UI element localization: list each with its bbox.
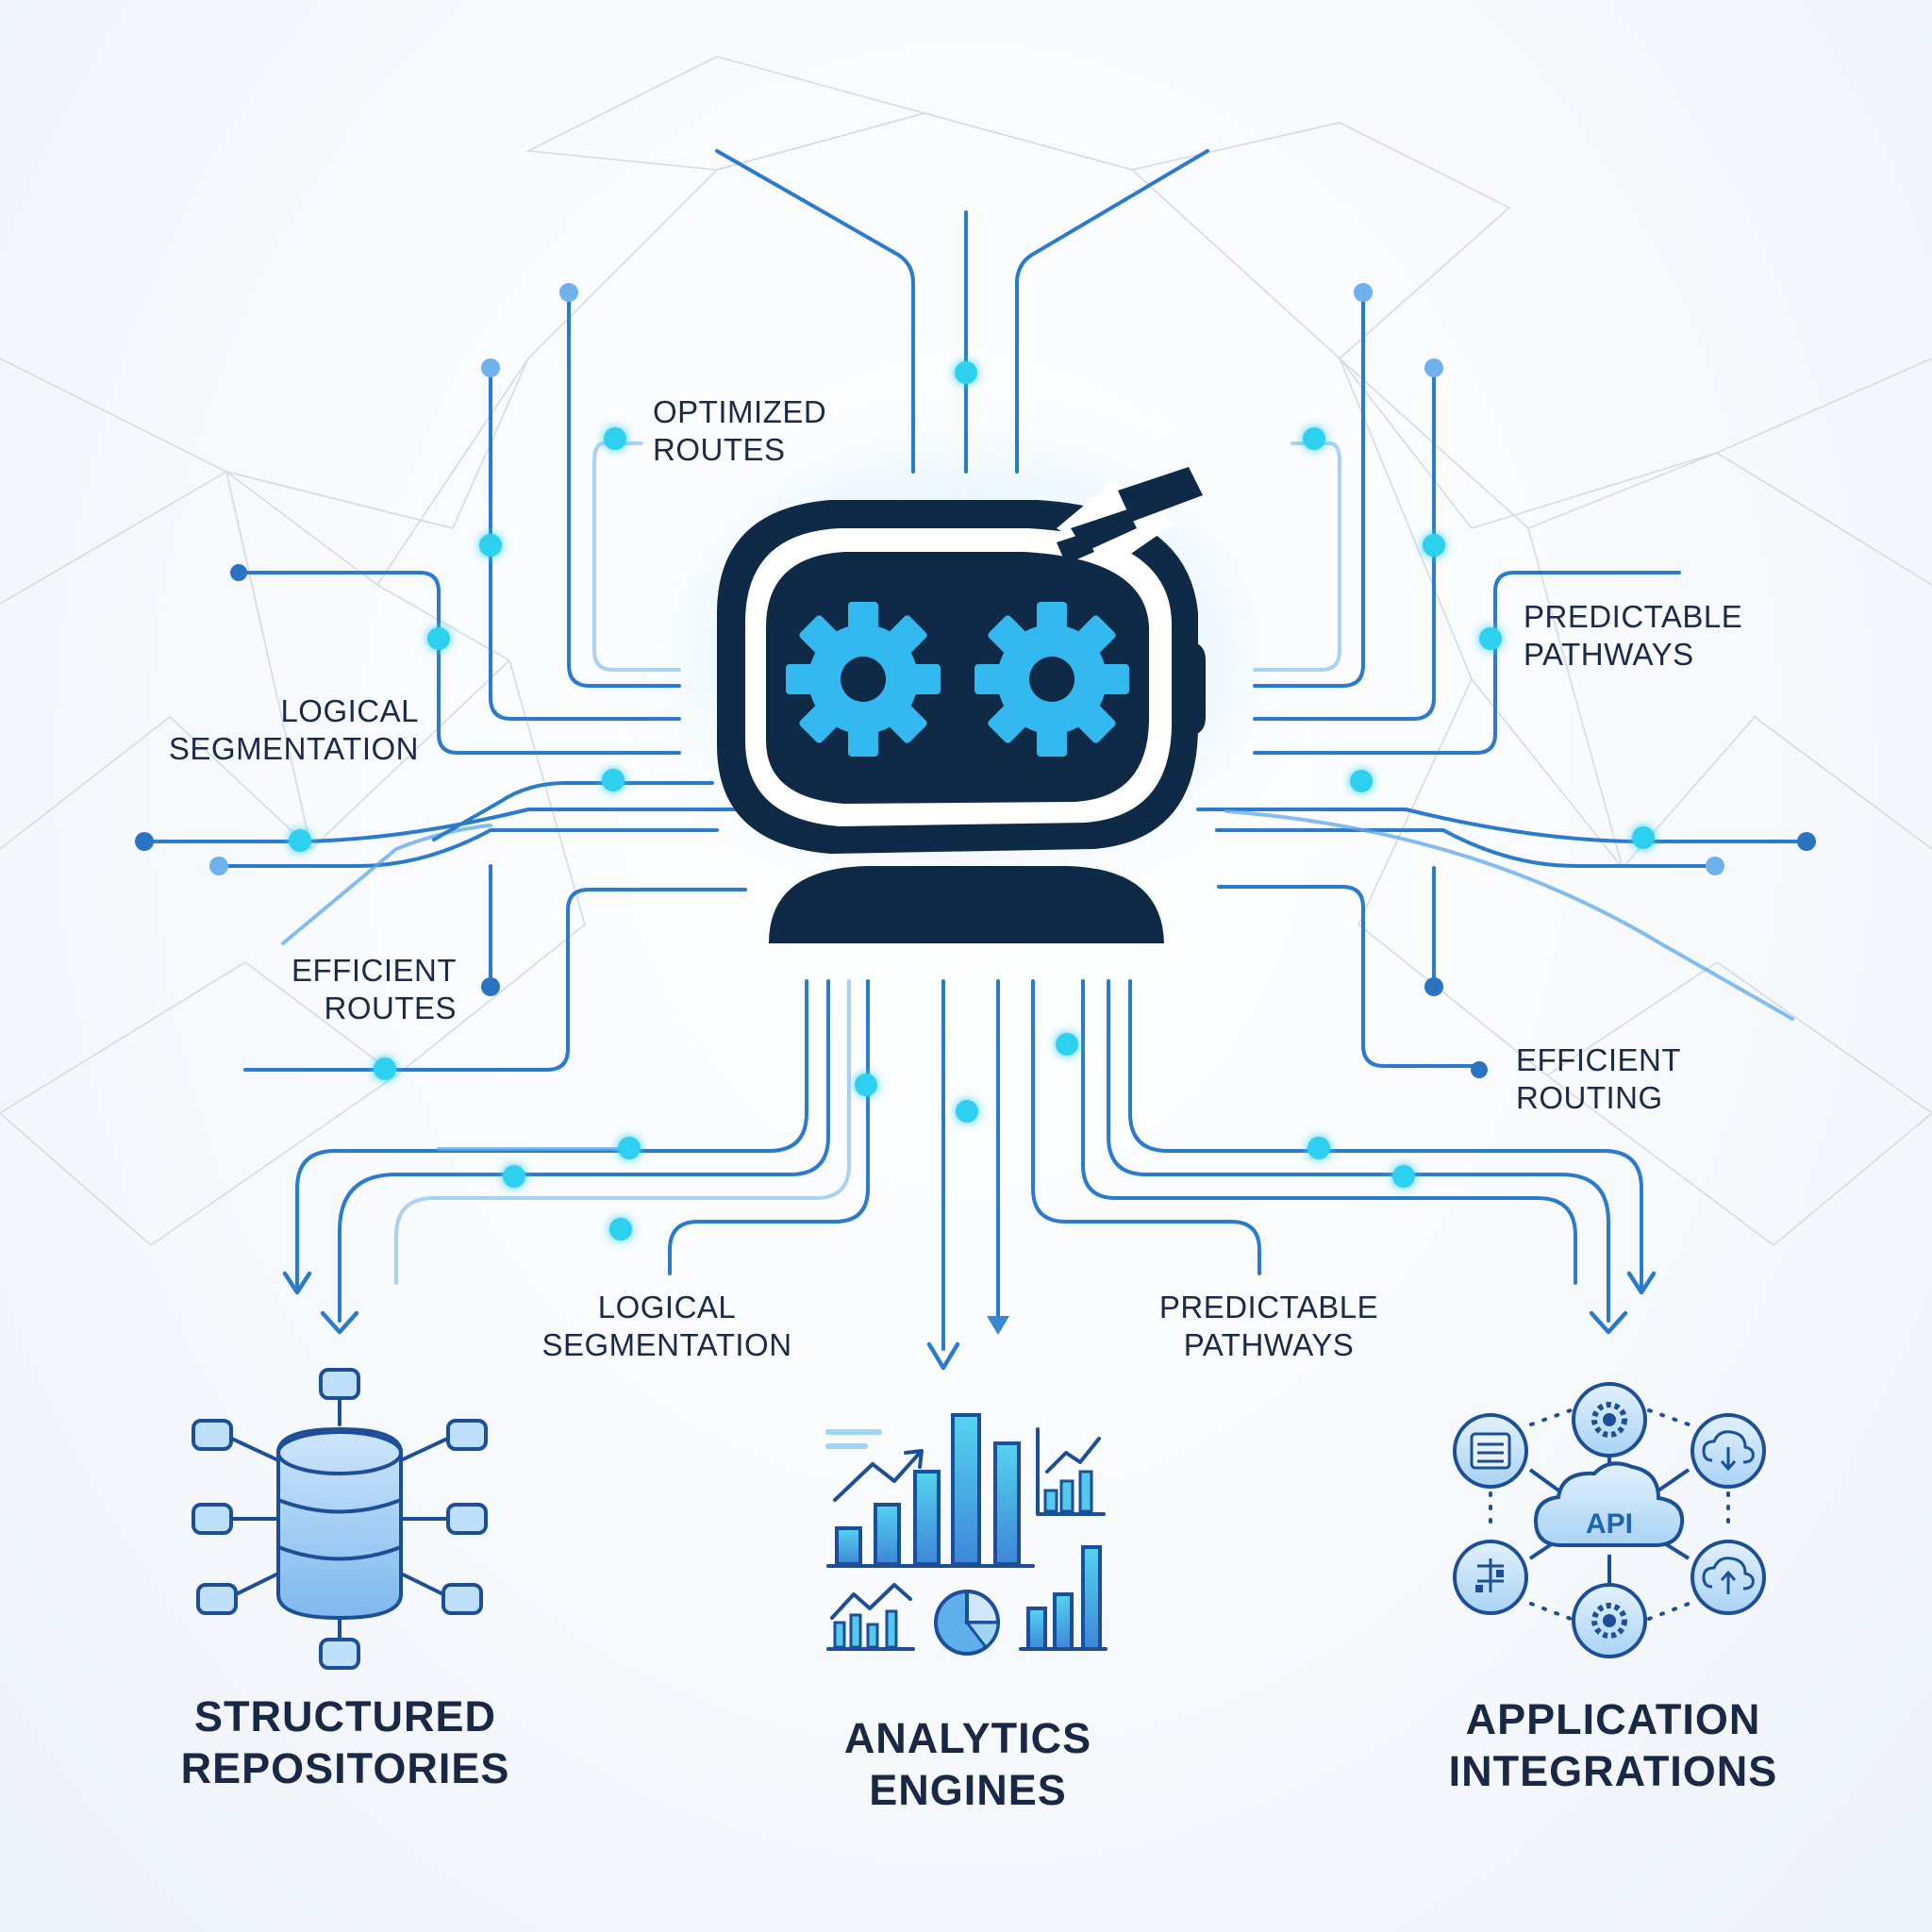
cloud-upload-icon xyxy=(1702,1557,1755,1594)
destination-titles: STRUCTURED REPOSITORIES ANALYTICS ENGINE… xyxy=(181,1692,1778,1814)
wires-left xyxy=(142,291,747,1072)
network-nodes-icon xyxy=(1475,1558,1504,1592)
gear-icon xyxy=(786,602,941,757)
label-efficient-routes-line1: EFFICIENT xyxy=(291,953,457,988)
label-optimized-routes-line2: ROUTES xyxy=(653,432,786,467)
wires-bottom xyxy=(295,979,1643,1351)
cloud-download-icon xyxy=(1702,1430,1755,1472)
title-analytics-engines-line2: ENGINES xyxy=(869,1766,1067,1814)
arrow-down-icon xyxy=(1626,1271,1657,1295)
route-labels: OPTIMIZED ROUTES LOGICAL SEGMENTATION EF… xyxy=(169,394,1742,1362)
arrow-down-icon xyxy=(987,1316,1009,1335)
arrowheads xyxy=(282,1271,1657,1371)
gear-icon xyxy=(1591,1402,1627,1438)
analytics-charts-icon xyxy=(825,1413,1108,1656)
wires-top xyxy=(715,149,1209,474)
robot-router-icon xyxy=(717,467,1206,943)
arrow-down-icon xyxy=(282,1271,312,1295)
title-structured-repositories-line2: REPOSITORIES xyxy=(181,1744,510,1792)
arrow-down-icon xyxy=(320,1310,359,1335)
gear-icon xyxy=(1591,1603,1627,1639)
arrow-down-icon xyxy=(926,1341,960,1371)
label-efficient-routes-line2: ROUTES xyxy=(324,991,457,1025)
label-optimized-routes-line1: OPTIMIZED xyxy=(653,394,826,429)
label-logical-segmentation-left-line1: LOGICAL xyxy=(280,693,419,728)
label-logical-segmentation-bottom-line1: LOGICAL xyxy=(598,1290,737,1324)
label-logical-segmentation-left-line2: SEGMENTATION xyxy=(169,731,419,766)
label-efficient-routing-line2: ROUTING xyxy=(1516,1080,1663,1115)
title-structured-repositories-line1: STRUCTURED xyxy=(194,1692,496,1740)
label-predictable-pathways-bottom-line2: PATHWAYS xyxy=(1184,1327,1355,1362)
cloud-icon xyxy=(1533,1461,1685,1547)
antenna-icon xyxy=(1057,467,1203,566)
title-application-integrations-line1: APPLICATION xyxy=(1466,1695,1761,1743)
gear-icon xyxy=(974,602,1129,757)
signal-nodes xyxy=(289,361,1655,1241)
title-application-integrations-line2: INTEGRATIONS xyxy=(1449,1747,1778,1795)
label-predictable-pathways-right-line1: PREDICTABLE xyxy=(1524,599,1742,634)
arrow-down-icon xyxy=(1589,1310,1628,1335)
wires-right xyxy=(1196,291,1808,1068)
wire-endpoints xyxy=(135,283,1816,1078)
database-network-icon xyxy=(192,1368,488,1670)
api-integration-icon: API xyxy=(1453,1382,1766,1658)
label-logical-segmentation-bottom-line2: SEGMENTATION xyxy=(541,1327,791,1362)
robot-base xyxy=(769,866,1164,943)
title-analytics-engines-line1: ANALYTICS xyxy=(844,1714,1091,1762)
label-efficient-routing-line1: EFFICIENT xyxy=(1516,1042,1681,1077)
api-hub-label: API xyxy=(1586,1508,1633,1540)
server-list-icon xyxy=(1470,1432,1511,1470)
background-mesh xyxy=(0,56,1932,1247)
label-predictable-pathways-bottom-line1: PREDICTABLE xyxy=(1159,1290,1378,1324)
label-predictable-pathways-right-line2: PATHWAYS xyxy=(1524,637,1694,672)
